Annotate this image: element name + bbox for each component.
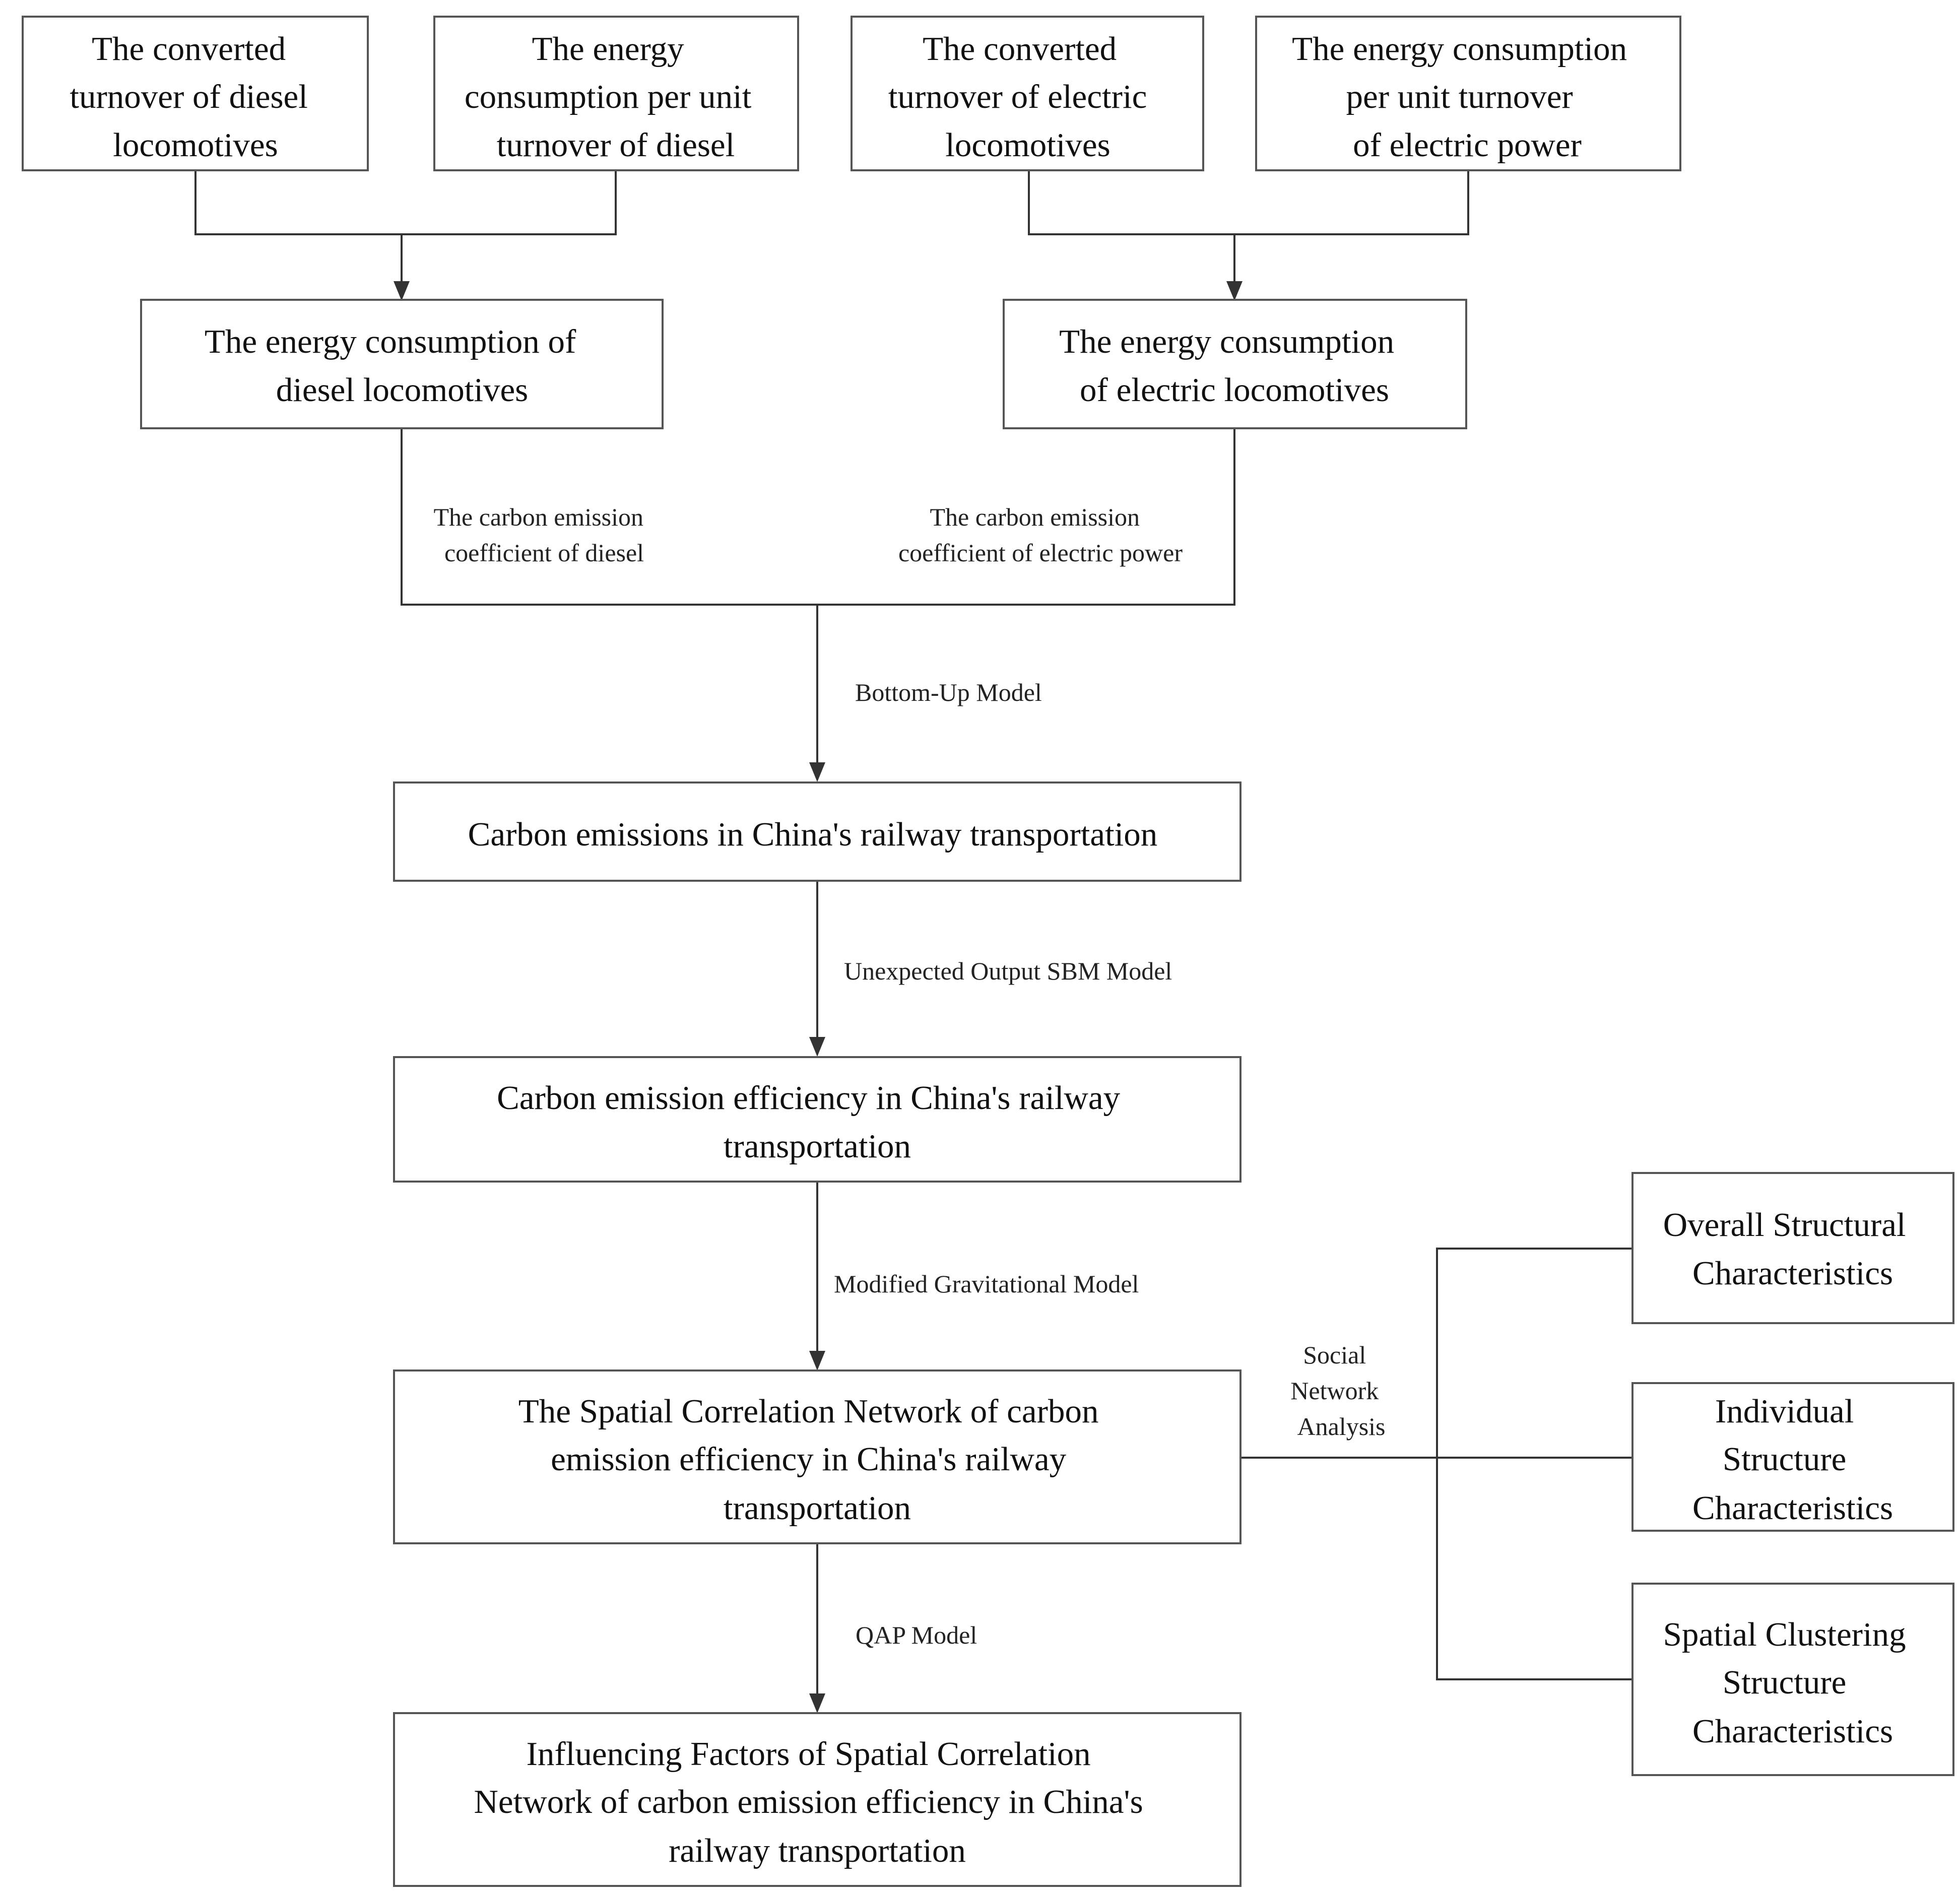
box-spatial-network: The Spatial Correlation Network of carbo… [393, 1369, 1242, 1544]
box-diesel-turnover-text: The converted turnover of diesel locomot… [70, 30, 316, 164]
label-electric-coefficient: The carbon emission coefficient of elect… [898, 503, 1183, 567]
label-gravitational-model: Modified Gravitational Model [834, 1270, 1139, 1298]
box-electric-energy-text: The energy consumption of electric locom… [1059, 323, 1403, 409]
box-diesel-turnover: The converted turnover of diesel locomot… [22, 16, 369, 171]
arrowhead-diesel-energy [394, 281, 410, 301]
box-carbon-emissions-text: Carbon emissions in China's railway tran… [468, 816, 1158, 853]
label-diesel-coefficient: The carbon emission coefficient of diese… [433, 503, 649, 567]
box-diesel-unit-energy: The energy consumption per unit turnover… [433, 16, 799, 171]
label-sbm-model: Unexpected Output SBM Model [844, 957, 1172, 985]
box-electric-turnover-text: The converted turnover of electric locom… [888, 30, 1155, 164]
arrowhead-influencing-factors [809, 1693, 825, 1713]
box-overall-structure-text: Overall Structural Characteristics [1663, 1206, 1915, 1292]
box-influencing-factors: Influencing Factors of Spatial Correlati… [393, 1712, 1242, 1887]
arrowhead-carbon-emissions [809, 762, 825, 782]
box-electric-unit-energy: The energy consumption per unit turnover… [1255, 16, 1681, 171]
arrowhead-spatial-network [809, 1351, 825, 1370]
box-spatial-network-text: The Spatial Correlation Network of carbo… [518, 1393, 1107, 1527]
box-carbon-efficiency-text: Carbon emission efficiency in China's ra… [497, 1079, 1129, 1165]
arrowheads [394, 281, 1243, 1713]
box-electric-energy: The energy consumption of electric locom… [1003, 299, 1467, 429]
box-influencing-factors-text: Influencing Factors of Spatial Correlati… [474, 1735, 1152, 1869]
arrowhead-carbon-efficiency [809, 1037, 825, 1057]
box-electric-unit-energy-text: The energy consumption per unit turnover… [1292, 30, 1636, 164]
label-social-network-analysis: Social Network Analysis [1290, 1341, 1385, 1441]
connector-sna-bracket [1436, 1248, 1632, 1680]
box-individual-structure: Individual Structure Characteristics [1631, 1382, 1954, 1532]
box-clustering-structure: Spatial Clustering Structure Characteris… [1631, 1583, 1954, 1776]
connector-top-right [1028, 171, 1469, 235]
box-electric-turnover: The converted turnover of electric locom… [851, 16, 1204, 171]
box-diesel-energy: The energy consumption of diesel locomot… [140, 299, 664, 429]
box-diesel-energy-text: The energy consumption of diesel locomot… [205, 323, 584, 409]
box-carbon-emissions: Carbon emissions in China's railway tran… [393, 781, 1242, 882]
arrowhead-electric-energy [1226, 281, 1243, 301]
box-individual-structure-text: Individual Structure Characteristics [1692, 1393, 1893, 1527]
connectors [194, 171, 1632, 1697]
box-overall-structure: Overall Structural Characteristics [1631, 1172, 1954, 1324]
connector-top-left [194, 171, 617, 235]
box-carbon-efficiency: Carbon emission efficiency in China's ra… [393, 1056, 1242, 1183]
box-clustering-structure-text: Spatial Clustering Structure Characteris… [1663, 1616, 1915, 1750]
box-diesel-unit-energy-text: The energy consumption per unit turnover… [465, 30, 760, 164]
label-bottom-up-model: Bottom-Up Model [855, 678, 1042, 706]
label-qap-model: QAP Model [856, 1621, 977, 1649]
